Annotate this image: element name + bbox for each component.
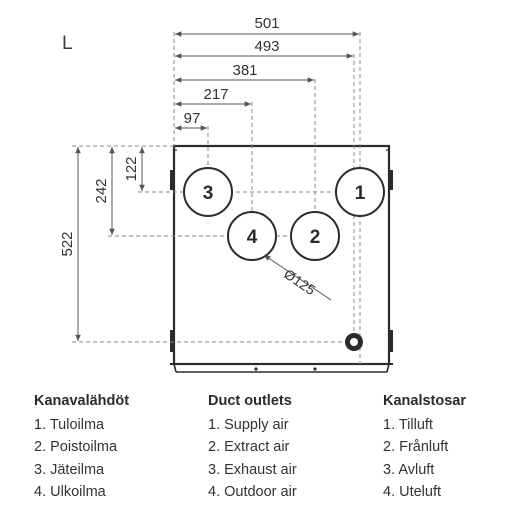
dim-522-label: 522: [59, 231, 76, 256]
legend-item: 4. Uteluft: [383, 484, 442, 500]
outlet-2: 2: [290, 211, 340, 261]
legend-item: 1. Tuloilma: [34, 416, 105, 433]
vertical-dimension-labels: 122 242 522: [59, 156, 140, 256]
dim-217-label: 217: [203, 86, 228, 103]
legend-item: 2. Poistoilma: [34, 439, 118, 455]
outlet-3: 3: [183, 167, 233, 217]
dim-381-label: 381: [232, 62, 257, 79]
legend-finnish: Kanavalähdöt 1. Tuloilma 2. Poistoilma 3…: [34, 390, 129, 504]
legend-item: 1. Tilluft: [383, 416, 433, 433]
legend-swedish: Kanalstosar 1. Tilluft 2. Frånluft 3. Av…: [383, 390, 466, 504]
outlet-4-number: 4: [247, 227, 258, 248]
legend-item: 2. Frånluft: [383, 439, 449, 455]
outlet-1: 1: [335, 167, 385, 217]
legend-item: 2. Extract air: [208, 439, 290, 455]
condensate-drain: [345, 333, 363, 351]
legend-item: 3. Jäteilma: [34, 461, 105, 478]
vertical-dimensions: [75, 147, 145, 341]
dim-242-label: 242: [93, 178, 110, 203]
legend-finnish-title: Kanavalähdöt: [34, 393, 130, 409]
legend-item: 4. Ulkoilma: [34, 484, 106, 500]
legend-item: 4. Outdoor air: [208, 484, 297, 500]
horizontal-dimension-labels: 501 493 381 217 97: [184, 15, 280, 127]
outlet-4: 4: [227, 211, 277, 261]
legend-item: 3. Exhaust air: [208, 461, 297, 478]
dim-493-label: 493: [254, 38, 279, 55]
diameter-label: Ø125: [281, 266, 319, 299]
diameter-leader: Ø125: [263, 254, 332, 301]
outlet-1-number: 1: [355, 183, 366, 204]
outlet-3-number: 3: [203, 183, 214, 204]
legend-english-title: Duct outlets: [208, 393, 292, 409]
legend-item: 1. Supply air: [208, 416, 289, 433]
horizontal-dimensions: [175, 31, 359, 131]
dim-122-label: 122: [123, 156, 140, 181]
dim-97-label: 97: [184, 110, 201, 127]
dim-501-label: 501: [254, 15, 279, 32]
legend-english: Duct outlets 1. Supply air 2. Extract ai…: [208, 390, 297, 504]
legend-item: 3. Avluft: [383, 461, 435, 478]
outlet-2-number: 2: [310, 227, 321, 248]
side-label: L: [62, 33, 73, 54]
unit-body: [170, 144, 393, 373]
legend-swedish-title: Kanalstosar: [383, 393, 467, 409]
